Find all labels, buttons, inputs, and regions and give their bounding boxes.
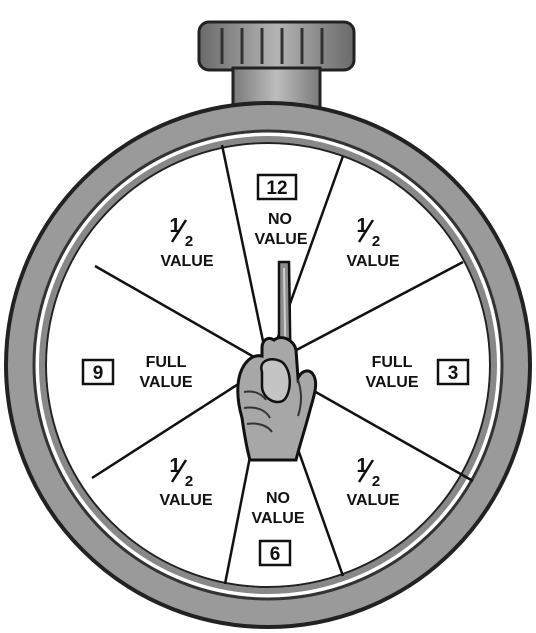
fraction-denominator: 2 [185,233,193,250]
fraction-numerator: 1 [169,455,180,477]
hour-mark-6: 6 [260,541,290,565]
fraction-denominator: 2 [372,473,380,490]
hour-6-label: 6 [270,544,281,565]
hour-3-label: 3 [448,363,459,384]
hour-12-label: 12 [266,178,287,199]
fraction-denominator: 2 [185,473,193,490]
sector-top-line2: VALUE [254,231,307,248]
sector-bottom-line1: NO [266,490,290,507]
sector-right-line1: FULL [372,354,413,371]
sector-left-line1: FULL [146,354,187,371]
sector-top-line1: NO [268,211,292,228]
hour-mark-9: 9 [83,360,113,384]
sector-left-line2: VALUE [139,374,192,391]
fraction-numerator: 1 [169,215,180,237]
fraction-numerator: 1 [356,215,367,237]
hour-mark-12: 12 [258,175,296,199]
sector-top-right-line2: VALUE [346,253,399,270]
hour-9-label: 9 [93,363,104,384]
hour-mark-3: 3 [438,360,468,384]
sector-top-left-line2: VALUE [160,253,213,270]
sector-bottom-line2: VALUE [251,510,304,527]
sector-bottom-right-line2: VALUE [346,492,399,509]
fraction-denominator: 2 [372,233,380,250]
fraction-numerator: 1 [356,455,367,477]
sector-bottom-left-line2: VALUE [159,492,212,509]
crown-knob [199,22,354,70]
sector-right-line2: VALUE [365,374,418,391]
